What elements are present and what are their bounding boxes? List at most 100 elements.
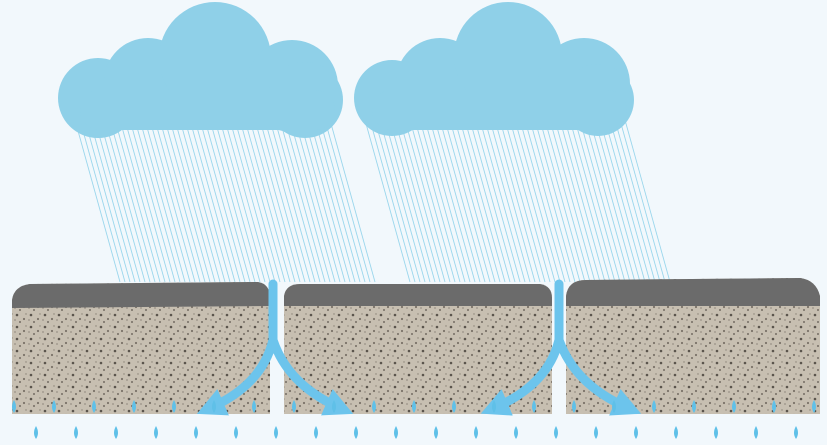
water-droplet <box>634 426 638 439</box>
rain-streak <box>535 120 580 282</box>
rain-streak <box>455 120 500 282</box>
rain-streak <box>565 120 610 282</box>
rain-streak <box>580 120 625 282</box>
rain-streak <box>430 120 475 282</box>
rain-streak <box>590 120 635 282</box>
rain-streak <box>540 120 585 282</box>
rain-streak <box>380 120 425 282</box>
rain-streak <box>225 120 270 282</box>
rain-streak <box>560 120 605 282</box>
rain-streak <box>255 120 300 282</box>
rain-streak <box>270 120 315 282</box>
rain-streak <box>450 120 495 282</box>
rain-streak <box>615 120 660 282</box>
rain-streak <box>520 120 565 282</box>
cloud-right <box>354 2 634 136</box>
water-droplet <box>74 426 78 439</box>
rain-streak <box>160 120 205 282</box>
rain-streak <box>435 120 480 282</box>
rain-streak <box>440 120 485 282</box>
rain-streak <box>385 120 430 282</box>
rain-streak <box>490 120 535 282</box>
rain-streak <box>420 120 465 282</box>
rain-streak <box>190 120 235 282</box>
rain-streak <box>320 120 365 282</box>
rain-streak <box>460 120 505 282</box>
rain-streak <box>620 120 665 282</box>
rain-streak <box>155 120 200 282</box>
rain-streak <box>80 120 125 282</box>
water-droplet <box>594 426 598 439</box>
water-droplet <box>34 426 38 439</box>
rain-streak <box>75 120 120 282</box>
rain-streak <box>275 120 320 282</box>
rain-streak <box>280 120 325 282</box>
rain-streak <box>310 120 355 282</box>
rain-streak <box>530 120 575 282</box>
rain-streak <box>260 120 305 282</box>
rain-streak <box>470 120 515 282</box>
rain-streak <box>370 120 415 282</box>
rain-streak <box>300 120 345 282</box>
rain-streak <box>550 120 595 282</box>
rain-streak <box>170 120 215 282</box>
rain-streak <box>185 120 230 282</box>
water-droplet <box>354 426 358 439</box>
rain-streak <box>105 120 150 282</box>
rain-streak <box>510 120 555 282</box>
rain-streak <box>130 120 175 282</box>
rain-streak <box>305 120 350 282</box>
rain-streak <box>110 120 155 282</box>
rain-streak <box>555 120 600 282</box>
rain-streak <box>600 120 645 282</box>
rain-streak <box>175 120 220 282</box>
water-droplet <box>114 426 118 439</box>
rain-streak <box>230 120 275 282</box>
rain-streak <box>445 120 490 282</box>
rain-streak <box>125 120 170 282</box>
rain-streak <box>585 120 630 282</box>
cloud-left <box>58 2 343 138</box>
water-droplet <box>234 426 238 439</box>
rain-streak <box>150 120 195 282</box>
rain-streak <box>390 120 435 282</box>
rain-streak <box>200 120 245 282</box>
water-droplet <box>474 426 478 439</box>
water-droplet <box>514 426 518 439</box>
rain-streak <box>245 120 290 282</box>
rain-streak <box>395 120 440 282</box>
rain-streak <box>235 120 280 282</box>
rain-streak <box>570 120 615 282</box>
rain-streak <box>265 120 310 282</box>
rain-streak <box>495 120 540 282</box>
rain-streak <box>295 120 340 282</box>
rain-streak <box>140 120 185 282</box>
rain-streak <box>505 120 550 282</box>
rain-streak <box>145 120 190 282</box>
rain-streak <box>575 120 620 282</box>
water-droplet <box>194 426 198 439</box>
rain-streak <box>375 120 420 282</box>
water-droplet <box>554 426 558 439</box>
rain-streak <box>425 120 470 282</box>
infiltration-droplets <box>12 400 816 439</box>
rain-streak <box>365 120 410 282</box>
rain-streak <box>220 120 265 282</box>
rain-streak <box>325 120 370 282</box>
rain-streak <box>485 120 530 282</box>
rain-streak <box>410 120 455 282</box>
water-droplet <box>754 426 758 439</box>
water-droplet <box>394 426 398 439</box>
rain-streak <box>195 120 240 282</box>
rain-streak <box>210 120 255 282</box>
rain-streak <box>285 120 330 282</box>
rain-streak <box>415 120 460 282</box>
water-droplet <box>674 426 678 439</box>
rain-streak <box>545 120 590 282</box>
rain-streak <box>290 120 335 282</box>
rain-streak <box>165 120 210 282</box>
rain-streak <box>115 120 160 282</box>
rain-streak <box>605 120 650 282</box>
water-droplet <box>794 426 798 439</box>
